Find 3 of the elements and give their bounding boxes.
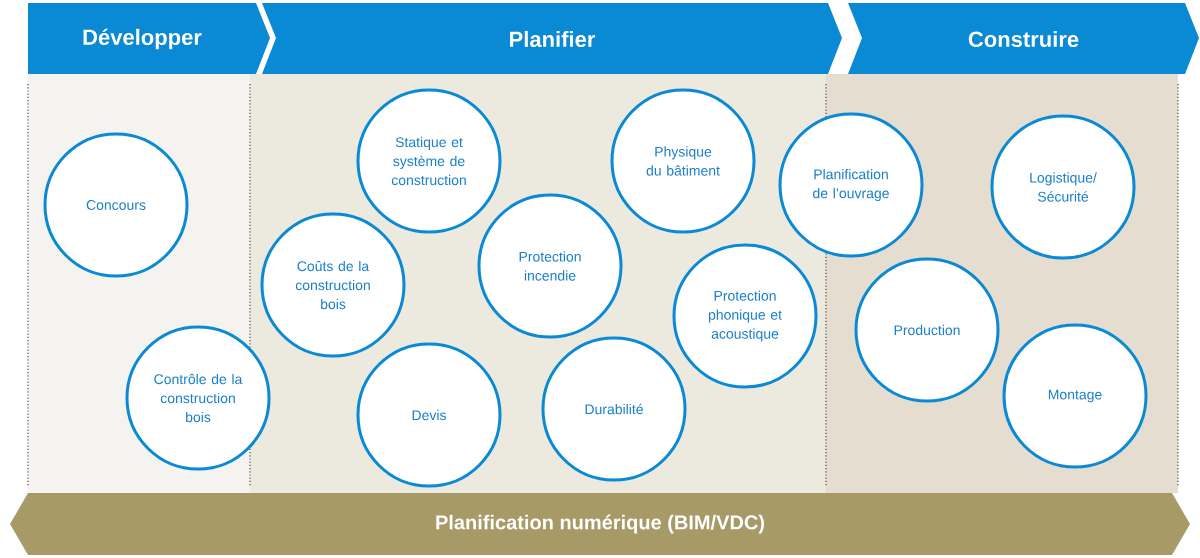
phase-header: Construire	[848, 3, 1199, 74]
phase-header: Développer	[28, 3, 270, 74]
foundation-band: Planification numérique (BIM/VDC)	[10, 493, 1190, 555]
